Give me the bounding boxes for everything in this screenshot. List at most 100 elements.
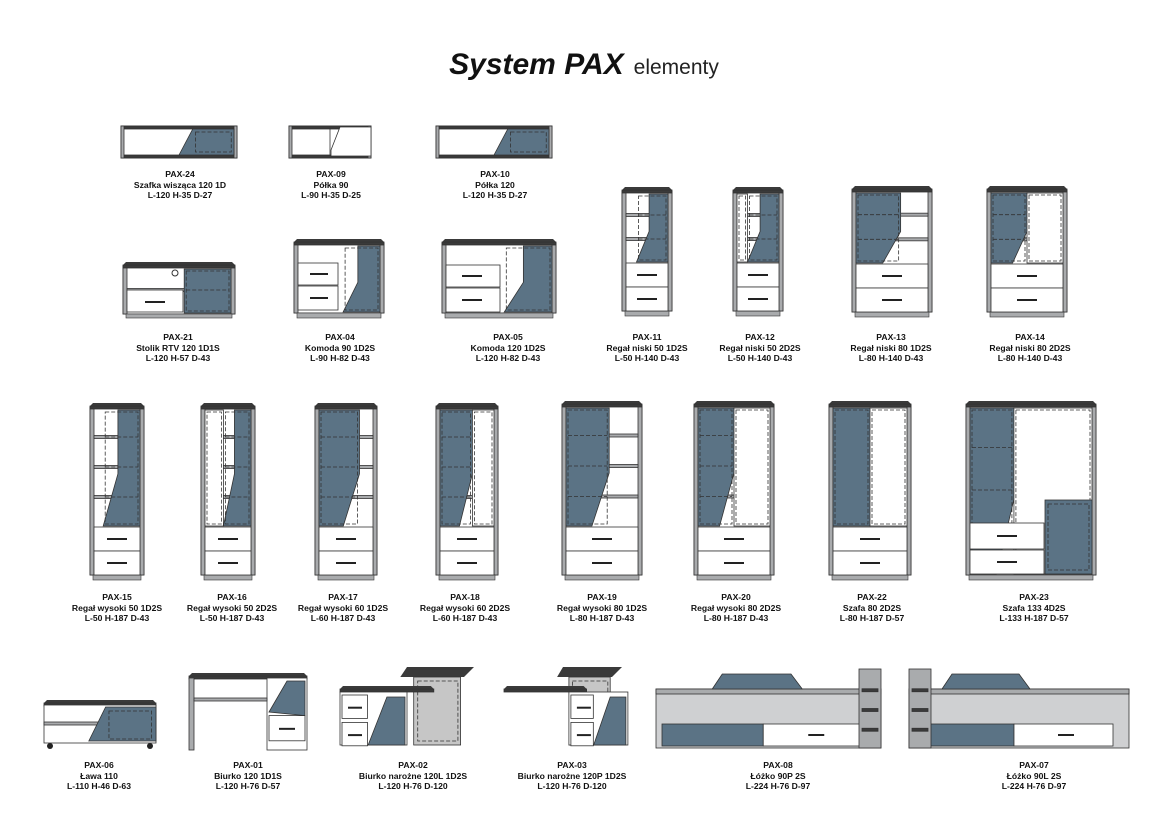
item-code: PAX-10 [480,169,510,179]
item-dims: L-60 H-187 D-43 [432,613,498,623]
item-dims: L-80 H-187 D-43 [569,613,635,623]
item-name: Stolik RTV 120 1D1S [136,342,220,353]
furniture-pax-13 [851,186,933,318]
item-name: Komoda 120 1D2S [470,342,546,353]
item-code: PAX-06 [84,760,114,770]
item-code: PAX-20 [721,592,751,602]
item-dims: L-50 H-187 D-43 [199,613,265,623]
item-dims: L-120 H-35 D-27 [462,190,528,200]
item-dims: L-120 H-57 D-43 [145,353,211,363]
item-name: Szafka wisząca 120 1D [133,179,227,190]
item-name: Regał niski 80 1D2S [850,342,932,353]
item-code: PAX-11 [632,332,662,342]
furniture-pax-05 [441,239,557,319]
furniture-pax-11 [621,187,673,317]
item-dims: L-110 H-46 D-63 [66,781,132,791]
item-code: PAX-21 [163,332,193,342]
item-name: Biurko 120 1D1S [214,770,282,781]
item-name: Regał niski 80 2D2S [989,342,1071,353]
item-code: PAX-17 [328,592,358,602]
furniture-pax-07 [908,668,1130,749]
item-code: PAX-18 [450,592,480,602]
item-name: Regał niski 50 1D2S [606,342,688,353]
item-name: Regał wysoki 80 2D2S [690,602,782,613]
furniture-pax-17 [314,403,378,581]
item-dims: L-80 H-187 D-43 [703,613,769,623]
furniture-pax-04 [293,239,385,319]
furniture-pax-22 [828,401,912,581]
item-name: Regał wysoki 80 1D2S [556,602,648,613]
item-code: PAX-14 [1015,332,1045,342]
furniture-pax-06 [43,700,157,749]
item-dims: L-80 H-187 D-57 [839,613,905,623]
item-dims: L-60 H-187 D-43 [310,613,376,623]
item-name: Łóżko 90P 2S [750,770,806,781]
item-name: Biurko narożne 120P 1D2S [517,770,627,781]
item-dims: L-120 H-82 D-43 [475,353,541,363]
item-code: PAX-16 [217,592,247,602]
item-code: PAX-12 [745,332,775,342]
item-code: PAX-03 [557,760,587,770]
item-code: PAX-13 [876,332,906,342]
item-dims: L-50 H-187 D-43 [84,613,150,623]
item-code: PAX-08 [763,760,793,770]
item-name: Regał wysoki 60 1D2S [297,602,389,613]
furniture-pax-12 [732,187,784,317]
item-dims: L-224 H-76 D-97 [1001,781,1067,791]
item-dims: L-90 H-35 D-25 [301,190,361,200]
furniture-pax-03 [503,667,629,747]
item-name: Ława 110 [80,770,118,781]
furniture-pax-10 [435,125,553,159]
item-code: PAX-24 [165,169,195,179]
item-code: PAX-01 [233,760,263,770]
item-name: Regał niski 50 2D2S [719,342,801,353]
furniture-pax-19 [561,401,643,581]
furniture-pax-16 [200,403,256,581]
item-code: PAX-15 [102,592,132,602]
furniture-pax-15 [89,403,145,581]
item-dims: L-120 H-76 D-57 [215,781,281,791]
item-dims: L-133 H-187 D-57 [999,613,1069,623]
item-dims: L-80 H-140 D-43 [997,353,1063,363]
item-name: Szafa 133 4D2S [1002,602,1066,613]
furniture-pax-20 [693,401,775,581]
item-dims: L-80 H-140 D-43 [858,353,924,363]
item-code: PAX-02 [398,760,428,770]
furniture-pax-08 [655,668,882,749]
item-dims: L-120 H-35 D-27 [147,190,213,200]
furniture-pax-01 [188,673,308,751]
item-dims: L-120 H-76 D-120 [537,781,607,791]
item-name: Szafa 80 2D2S [842,602,902,613]
item-name: Półka 120 [475,179,515,190]
furniture-pax-18 [435,403,499,581]
item-name: Regał wysoki 50 2D2S [186,602,278,613]
item-code: PAX-07 [1019,760,1049,770]
item-code: PAX-23 [1019,592,1049,602]
item-code: PAX-04 [325,332,355,342]
item-code: PAX-22 [857,592,887,602]
item-name: Półka 90 [313,179,349,190]
furniture-pax-14 [986,186,1068,318]
item-name: Komoda 90 1D2S [304,342,376,353]
item-dims: L-50 H-140 D-43 [614,353,680,363]
item-dims: L-120 H-76 D-120 [378,781,448,791]
